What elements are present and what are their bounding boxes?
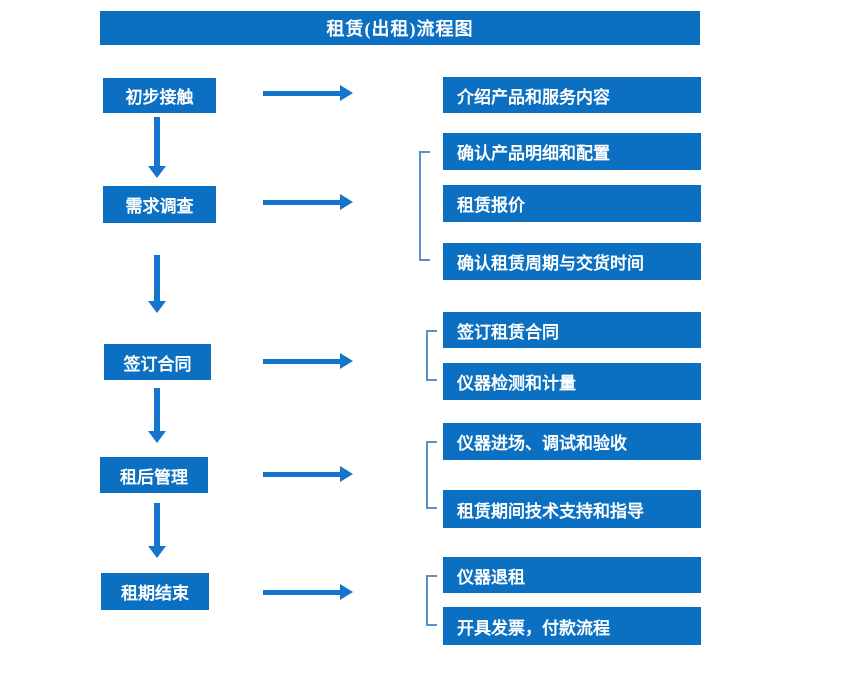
- stage-post-rental-management: 租后管理: [100, 457, 208, 493]
- stage-rental-end: 租期结束: [101, 573, 209, 610]
- group-bracket: [426, 330, 438, 381]
- output-box: 确认产品明细和配置: [443, 133, 701, 170]
- stage-sign-contract: 签订合同: [104, 344, 211, 380]
- group-bracket: [426, 575, 438, 626]
- stage-requirement-survey: 需求调查: [103, 186, 216, 223]
- right-arrow-icon: [263, 584, 353, 600]
- output-box: 签订租赁合同: [443, 312, 701, 348]
- output-box: 介绍产品和服务内容: [443, 77, 701, 113]
- output-box: 开具发票，付款流程: [443, 607, 701, 645]
- right-arrow-icon: [263, 353, 353, 369]
- group-bracket: [419, 151, 431, 261]
- right-arrow-icon: [263, 194, 353, 210]
- output-box: 确认租赁周期与交货时间: [443, 243, 701, 280]
- down-arrow-icon: [148, 117, 166, 178]
- output-box: 仪器进场、调试和验收: [443, 423, 701, 460]
- right-arrow-icon: [263, 466, 353, 482]
- output-box: 租赁报价: [443, 185, 701, 222]
- output-box: 租赁期间技术支持和指导: [443, 490, 701, 528]
- group-bracket: [426, 441, 438, 509]
- down-arrow-icon: [148, 503, 166, 558]
- output-box: 仪器退租: [443, 557, 701, 593]
- flowchart-title: 租赁(出租)流程图: [100, 11, 700, 45]
- down-arrow-icon: [148, 388, 166, 443]
- stage-initial-contact: 初步接触: [103, 78, 216, 113]
- right-arrow-icon: [263, 85, 353, 101]
- down-arrow-icon: [148, 255, 166, 313]
- output-box: 仪器检测和计量: [443, 363, 701, 400]
